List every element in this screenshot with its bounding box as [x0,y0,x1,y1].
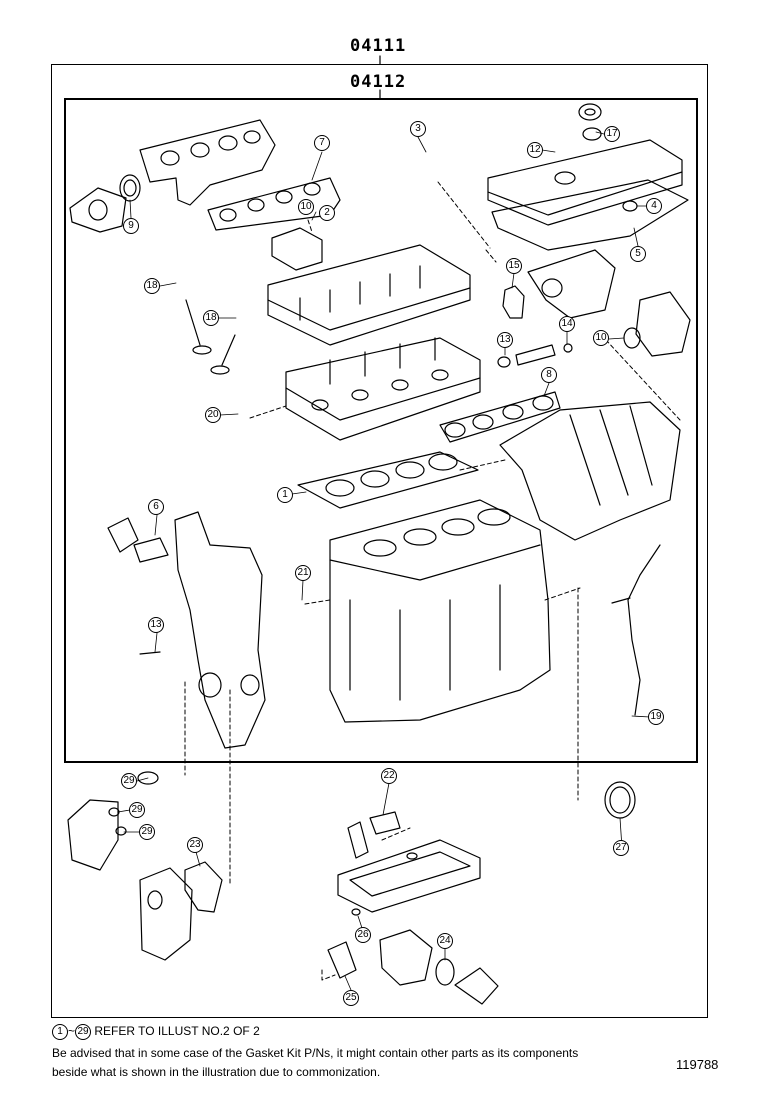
part-callout: 20 [205,407,221,423]
timing-chain-cover-icon [174,511,266,749]
water-pump-icon [67,771,159,871]
part-callout: 18 [144,278,160,294]
part-callout: 17 [604,126,620,142]
part-callout: 1 [277,487,293,503]
valve-cover-gasket-icon [491,179,689,251]
exhaust-manifold-icon [69,119,276,233]
part-callout: 13 [497,332,513,348]
camshaft-housing-icon [267,244,471,346]
inner-kit-frame [64,98,698,763]
part-callout: 29 [139,824,155,840]
oil-dipstick-icon [611,544,661,716]
part-callout: 15 [506,258,522,274]
cylinder-block-icon [329,499,551,723]
part-callout: 9 [123,218,139,234]
spark-plug-tube-seal-icon [622,200,638,212]
exhaust-manifold-gasket-icon [207,177,341,231]
crankshaft-oil-seal-icon [604,781,636,819]
water-inlet-icon [107,517,169,563]
part-callout: 10 [298,199,314,215]
water-pump-gasket-icon [184,861,223,913]
part-callout: 13 [148,617,164,633]
cam-bracket-icon [271,227,323,271]
refer-text: REFER TO ILLUST NO.2 OF 2 [94,1024,260,1039]
leader-lines [184,181,681,981]
valve-cover-icon [487,139,683,226]
part-callout: 8 [541,367,557,383]
part-callout: 23 [187,837,203,853]
part-callout: 6 [148,499,164,515]
part-callout: 5 [630,246,646,262]
part-callout: 22 [381,768,397,784]
water-pump-housing-icon [139,867,193,961]
oil-pan-icon [337,839,481,913]
assembly-code-inner: 04112 [350,72,407,92]
part-callout: 4 [646,198,662,214]
cylinder-head-icon [285,337,481,441]
bypass-pipe-icon [497,344,556,368]
range-separator: ~ [68,1024,76,1039]
part-callout: 18 [203,310,219,326]
callout-leaders [117,131,651,991]
thermostat-icon [347,811,401,859]
oil-filter-bracket-icon [327,941,357,979]
intake-manifold-gasket-icon [439,391,561,443]
figure-id: 119788 [676,1057,719,1072]
part-callout: 27 [613,840,629,856]
part-callout: 24 [437,933,453,949]
exhaust-gasket-ring-icon [119,174,141,202]
intake-manifold-icon [499,401,681,541]
head-gasket-icon [297,451,479,509]
part-callout: 7 [314,135,330,151]
oring-icon [563,343,573,353]
part-callout: 12 [527,142,543,158]
part-callout: 19 [648,709,664,725]
gasket-kit-note: Be advised that in some case of the Gask… [52,1046,579,1079]
part-callout: 25 [343,990,359,1006]
water-outlet-right-icon [623,291,691,357]
part-callout: 29 [121,773,137,789]
part-callout: 14 [559,316,575,332]
range-start-callout: 1 [52,1024,68,1040]
part-callout: 26 [355,927,371,943]
valve-icon [185,299,236,375]
range-end-callout: 29 [75,1024,92,1040]
part-callout: 21 [295,565,311,581]
drain-plug-gasket-icon [351,908,361,916]
part-callout: 29 [129,802,145,818]
intake-gasket-ring-icon [502,285,525,319]
assembly-code-outer: 04111 [350,36,407,56]
part-callout: 2 [319,205,335,221]
part-callout: 10 [593,330,609,346]
outer-kit-frame [51,64,708,1018]
bolt-icon [139,651,161,655]
part-callout: 3 [410,121,426,137]
air-intake-duct-icon [527,249,616,319]
oil-filler-cap-icon [578,103,602,141]
illustration-reference: 1~29 REFER TO ILLUST NO.2 OF 2 [52,1024,260,1040]
